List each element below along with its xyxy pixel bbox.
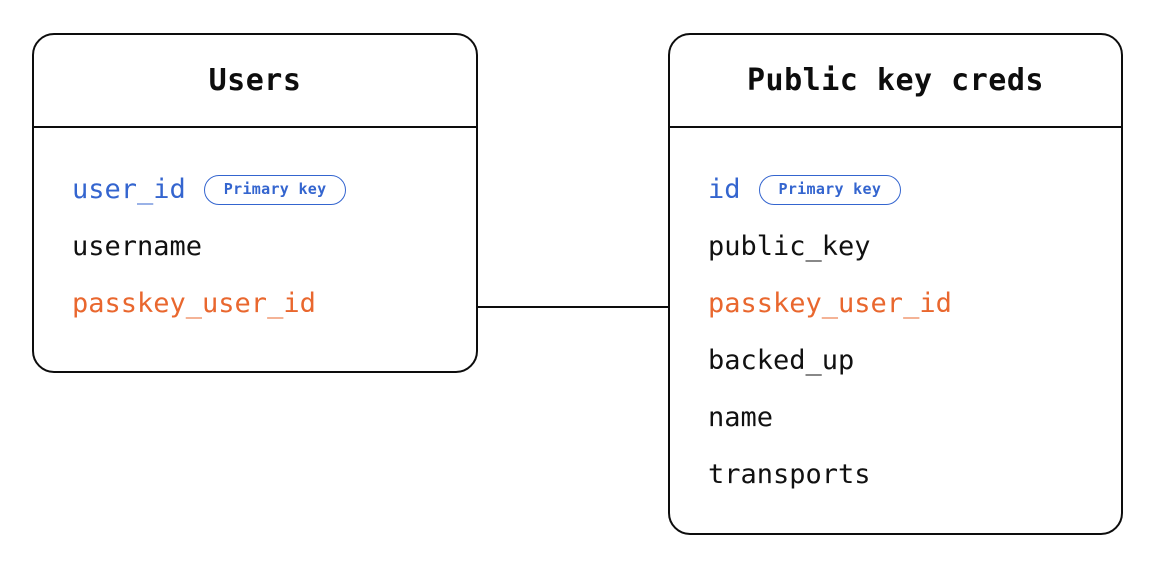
relationship-connector-line — [477, 306, 670, 309]
entity-title-public-key-creds: Public key creds — [747, 62, 1044, 98]
field-row-username[interactable]: username — [34, 218, 476, 275]
field-row-passkey-user-id[interactable]: passkey_user_id — [670, 275, 1121, 332]
primary-key-badge-label: Primary key — [778, 180, 882, 198]
primary-key-badge: Primary key — [203, 174, 347, 205]
field-row-public-key[interactable]: public_key — [670, 218, 1121, 275]
field-label-id: id — [708, 174, 741, 205]
field-label-transports: transports — [708, 459, 871, 490]
field-label-passkey-user-id: passkey_user_id — [708, 288, 952, 319]
field-row-id[interactable]: id Primary key — [670, 161, 1121, 218]
field-label-passkey-user-id: passkey_user_id — [72, 288, 316, 319]
field-row-backed-up[interactable]: backed_up — [670, 332, 1121, 389]
field-row-user-id[interactable]: user_id Primary key — [34, 161, 476, 218]
field-label-user-id: user_id — [72, 174, 186, 205]
entity-box-public-key-creds[interactable]: Public key creds id Primary key public_k… — [668, 33, 1123, 535]
primary-key-badge: Primary key — [758, 174, 902, 205]
field-label-public-key: public_key — [708, 231, 871, 262]
entity-header-public-key-creds: Public key creds — [670, 35, 1121, 128]
entity-field-list-users: user_id Primary key username passkey_use… — [34, 128, 476, 332]
field-label-name: name — [708, 402, 774, 433]
field-label-backed-up: backed_up — [708, 345, 855, 376]
field-label-username: username — [72, 231, 203, 262]
field-row-passkey-user-id[interactable]: passkey_user_id — [34, 275, 476, 332]
field-row-name[interactable]: name — [670, 389, 1121, 446]
entity-field-list-public-key-creds: id Primary key public_key passkey_user_i… — [670, 128, 1121, 503]
entity-title-users: Users — [208, 62, 302, 98]
entity-header-users: Users — [34, 35, 476, 128]
entity-box-users[interactable]: Users user_id Primary key username passk… — [32, 33, 478, 373]
primary-key-badge-label: Primary key — [223, 180, 327, 198]
field-row-transports[interactable]: transports — [670, 446, 1121, 503]
